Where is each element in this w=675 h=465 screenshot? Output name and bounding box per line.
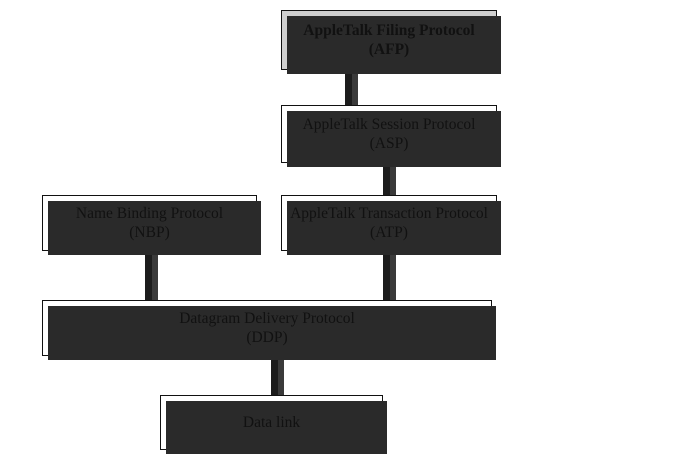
node-atp-shadow	[287, 201, 501, 255]
node-asp-shadow	[287, 111, 501, 167]
connector-afp-asp	[345, 66, 352, 116]
node-afp-name: AppleTalk Filing Protocol	[303, 21, 475, 39]
node-nbp-shadow	[48, 201, 261, 255]
connector-asp-atp-shadow	[389, 160, 396, 208]
connector-atp-ddp	[383, 248, 390, 306]
connector-nbp-ddp	[145, 248, 152, 306]
node-afp-abbr: (AFP)	[368, 41, 410, 58]
node-datalink-name: Data link	[242, 413, 301, 431]
node-nbp-abbr: (NBP)	[129, 224, 170, 241]
node-atp-name: AppleTalk Transaction Protocol	[290, 204, 488, 222]
node-asp[interactable]: AppleTalk Session Protocol (ASP)	[281, 105, 501, 167]
node-afp-shadow	[287, 16, 501, 74]
connector-ddp-datalink	[271, 352, 278, 400]
node-nbp-name: Name Binding Protocol	[75, 204, 224, 222]
node-ddp-shadow	[48, 306, 496, 360]
node-ddp-name: Datagram Delivery Protocol	[179, 309, 355, 327]
connector-atp-ddp-shadow	[389, 248, 396, 306]
connector-asp-atp	[383, 160, 390, 208]
node-ddp[interactable]: Datagram Delivery Protocol (DDP)	[42, 300, 496, 360]
node-asp-abbr: (ASP)	[369, 135, 409, 152]
node-ddp-abbr: (DDP)	[246, 329, 288, 346]
node-datalink-shadow	[166, 401, 387, 454]
node-afp[interactable]: AppleTalk Filing Protocol (AFP)	[281, 10, 501, 74]
connector-nbp-ddp-shadow	[151, 248, 158, 306]
connector-afp-asp-shadow	[351, 66, 358, 116]
connector-ddp-datalink-shadow	[277, 352, 284, 400]
node-datalink[interactable]: Data link	[160, 395, 387, 454]
node-nbp[interactable]: Name Binding Protocol (NBP)	[42, 195, 261, 255]
node-atp-abbr: (ATP)	[370, 224, 408, 241]
node-atp[interactable]: AppleTalk Transaction Protocol (ATP)	[281, 195, 501, 255]
node-asp-name: AppleTalk Session Protocol	[302, 115, 476, 133]
